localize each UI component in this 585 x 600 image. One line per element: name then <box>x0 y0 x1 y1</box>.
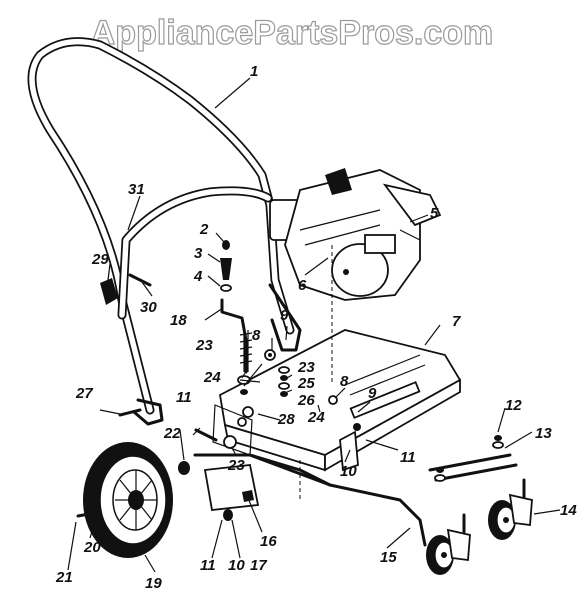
callout-15: 15 <box>380 549 397 566</box>
knob-cap-part-2 <box>222 240 230 250</box>
engine-part-5 <box>269 168 442 301</box>
wheel-part-19 <box>76 442 190 558</box>
callout-11a: 11 <box>176 389 192 406</box>
bolt-part-30 <box>128 273 152 287</box>
callout-4: 4 <box>193 268 203 285</box>
callout-labels: 1 2 3 4 5 6 7 8 8 9 9 10 10 11 11 11 12 … <box>55 63 577 592</box>
callout-23b: 23 <box>297 359 315 376</box>
bolt-part-27 <box>118 408 142 417</box>
callout-24a: 24 <box>203 369 221 386</box>
callout-23a: 23 <box>195 337 213 354</box>
callout-28: 28 <box>277 411 295 428</box>
callout-24b: 24 <box>307 409 325 426</box>
callout-5: 5 <box>430 205 439 222</box>
callout-11c: 11 <box>200 557 216 574</box>
washer-part-4 <box>220 284 232 292</box>
callout-1: 1 <box>250 63 258 80</box>
callout-2: 2 <box>199 221 209 238</box>
callout-31: 31 <box>128 181 145 198</box>
callout-10a: 10 <box>340 463 357 480</box>
callout-9b: 9 <box>368 385 377 402</box>
handle-part-1 <box>27 37 302 426</box>
callout-11b: 11 <box>400 449 416 466</box>
watermark-text: AppliancePartsPros.com <box>91 14 493 52</box>
callout-17: 17 <box>250 557 267 574</box>
callout-16: 16 <box>260 533 277 550</box>
callout-27: 27 <box>75 385 93 402</box>
spacer-part-22 <box>178 461 190 475</box>
knob-part-29 <box>100 278 118 305</box>
knob-part-3 <box>220 258 232 280</box>
caster-wheel-part-14-front <box>426 513 471 575</box>
callout-23c: 23 <box>227 457 245 474</box>
callout-8a: 8 <box>252 327 261 344</box>
axle-part-15 <box>193 435 518 547</box>
callout-6: 6 <box>298 277 307 294</box>
callout-18: 18 <box>170 312 187 329</box>
callout-30: 30 <box>140 299 157 316</box>
callout-26: 26 <box>297 392 315 409</box>
callout-3: 3 <box>194 245 203 262</box>
cross-bar-part-31 <box>117 186 273 320</box>
callout-19: 19 <box>145 575 162 592</box>
callout-9a: 9 <box>280 307 289 324</box>
bolt-part-21 <box>76 510 102 518</box>
leader-lines <box>67 77 561 573</box>
callout-29: 29 <box>91 251 109 268</box>
callout-25: 25 <box>297 375 315 392</box>
callout-14: 14 <box>560 502 577 519</box>
callout-12: 12 <box>505 397 522 414</box>
throttle-lever-part-18 <box>220 240 253 395</box>
callout-13: 13 <box>535 425 552 442</box>
callout-7: 7 <box>452 313 461 330</box>
caster-wheel-part-14-rear <box>488 478 533 540</box>
callout-10b: 10 <box>228 557 245 574</box>
bracket-part-16 <box>203 464 260 521</box>
callout-21: 21 <box>55 569 73 586</box>
callout-20: 20 <box>83 539 101 556</box>
callout-22: 22 <box>163 425 181 442</box>
callout-8b: 8 <box>340 373 349 390</box>
